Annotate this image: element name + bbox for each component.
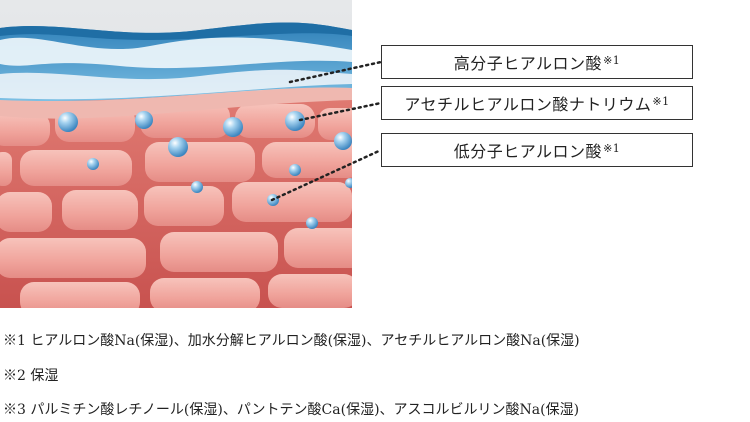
water-highlight [0, 22, 352, 40]
label-high-molecular-ha: 高分子ヒアルロン酸※1 [381, 45, 693, 79]
skin-cell [0, 152, 12, 186]
stratum-layer [0, 86, 352, 119]
label-text: 低分子ヒアルロン酸 [453, 142, 603, 161]
droplet-small [191, 181, 203, 193]
label-acetyl-ha-sodium: アセチルヒアルロン酸ナトリウム※1 [381, 86, 693, 120]
droplet-large [168, 137, 188, 157]
label-mark: ※1 [603, 53, 621, 67]
foam-layer [0, 69, 352, 100]
skin-layer-illustration [0, 0, 352, 308]
skin-cell [284, 228, 352, 268]
droplet-small [306, 217, 318, 229]
label-text: アセチルヒアルロン酸ナトリウム [404, 95, 652, 114]
foam-layer [0, 37, 352, 69]
skin-cell [160, 232, 278, 272]
label-mark: ※1 [652, 94, 670, 108]
label-text: 高分子ヒアルロン酸 [453, 54, 603, 73]
skin-cell [145, 142, 255, 182]
droplet-large [285, 111, 305, 131]
label-mark: ※1 [603, 141, 621, 155]
skin-cell [0, 192, 52, 232]
footnote-1: ※1 ヒアルロン酸Na(保湿)、加水分解ヒアルロン酸(保湿)、アセチルヒアルロン… [3, 333, 580, 349]
droplet-large [334, 132, 352, 150]
skin-cell [0, 238, 146, 278]
skin-cell [62, 190, 138, 230]
droplet-large [58, 112, 78, 132]
skin-cell [20, 150, 132, 186]
skin-cell [268, 274, 352, 308]
skin-cell [144, 186, 224, 226]
footnote-2: ※2 保湿 [3, 368, 59, 384]
skin-cell [232, 182, 352, 222]
footnote-3: ※3 パルミチン酸レチノール(保湿)、パントテン酸Ca(保湿)、アスコルビルリン… [3, 402, 580, 418]
label-low-molecular-ha: 低分子ヒアルロン酸※1 [381, 133, 693, 167]
droplet-small [289, 164, 301, 176]
droplet-small [87, 158, 99, 170]
skin-cell [0, 112, 50, 146]
skin-cell [20, 282, 140, 308]
skin-cell [150, 278, 260, 308]
droplet-small [267, 194, 279, 206]
droplet-large [135, 111, 153, 129]
droplet-large [223, 117, 243, 137]
